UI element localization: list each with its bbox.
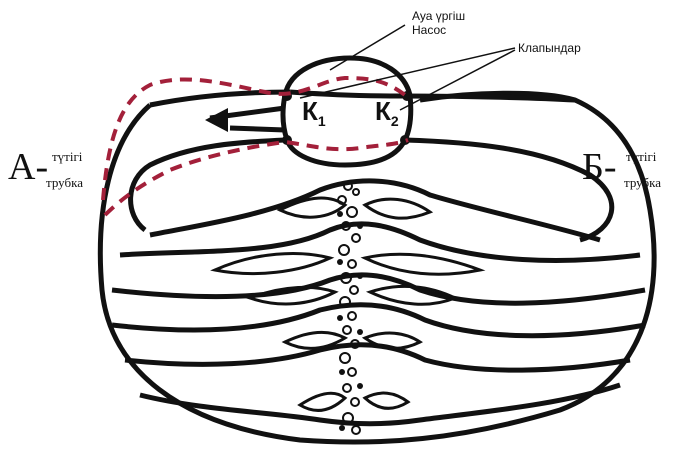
tube-a-letter: А-: [8, 148, 48, 186]
leaf: [300, 393, 345, 410]
valve-2-label: К2: [375, 98, 399, 128]
valve-1-letter: К: [302, 96, 318, 126]
valves-label: Клапындар: [518, 42, 581, 54]
valve-1-label: К1: [302, 98, 326, 128]
tube-b-word1: түтігі: [626, 150, 656, 163]
chamber-5: [125, 345, 630, 370]
pump-label-line2: Насос: [412, 24, 446, 36]
leaf: [215, 254, 330, 274]
pump-leader: [330, 25, 405, 70]
lower-tube-left: [131, 140, 285, 230]
valve-dot: [400, 135, 410, 145]
tube-a-word2: трубка: [46, 176, 83, 189]
leaf: [365, 199, 430, 218]
leaf: [365, 254, 480, 274]
valve-leader-2: [400, 50, 515, 110]
valve-2-letter: К: [375, 96, 391, 126]
valve-1-index: 1: [318, 113, 326, 129]
tube-b-letter: Б-: [582, 148, 616, 186]
pump-label-line1: Ауа үргіш: [412, 10, 465, 22]
valve-2-index: 2: [391, 113, 399, 129]
inlet-arrowhead: [205, 108, 228, 132]
air-path-dashed: [103, 78, 408, 215]
leaf: [365, 393, 408, 408]
chamber-4: [112, 305, 645, 336]
lower-tube-right: [405, 140, 612, 240]
tube-b-word2: трубка: [624, 176, 661, 189]
tube-a-word1: түтігі: [52, 150, 82, 163]
bead-column-fill: [337, 211, 363, 431]
